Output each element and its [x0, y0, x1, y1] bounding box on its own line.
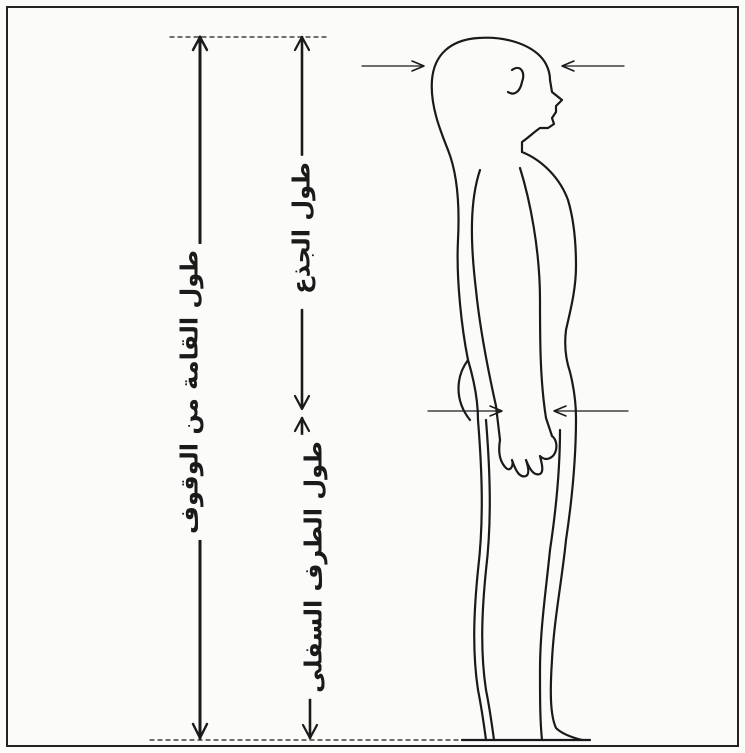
standing-height-label: طول القامة من الوقوف: [176, 244, 205, 540]
trunk-length-label: طول الجذع: [288, 156, 317, 300]
lower-limb-length-label: طول الطرف السفلى: [300, 435, 329, 699]
human-figure: [432, 38, 590, 740]
